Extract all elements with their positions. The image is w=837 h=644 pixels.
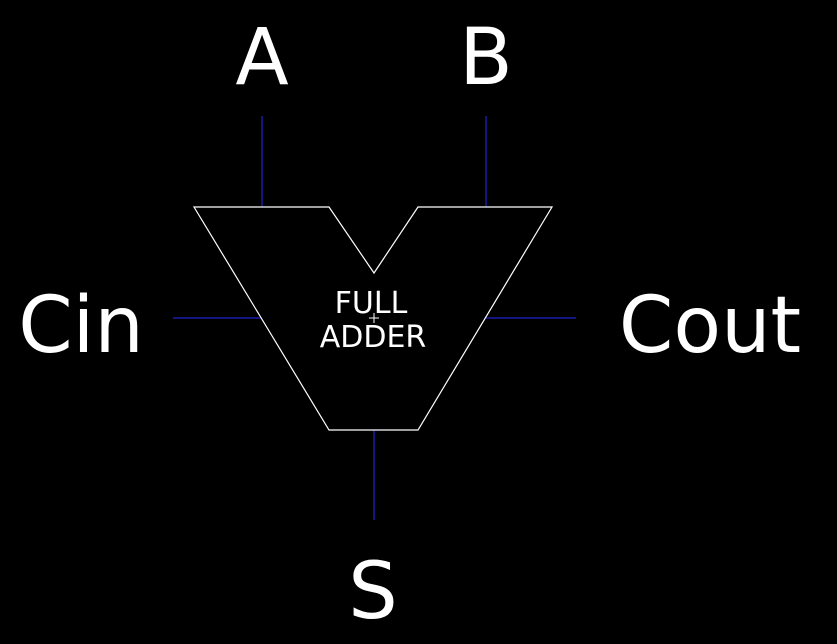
port-label-b: B (459, 13, 513, 103)
port-label-s: S (348, 547, 398, 637)
port-label-cin: Cin (18, 281, 144, 371)
block-label-full: FULL (335, 286, 408, 321)
block-label-adder: ADDER (320, 320, 427, 355)
port-label-cout: Cout (619, 281, 801, 371)
port-label-a: A (235, 13, 288, 103)
